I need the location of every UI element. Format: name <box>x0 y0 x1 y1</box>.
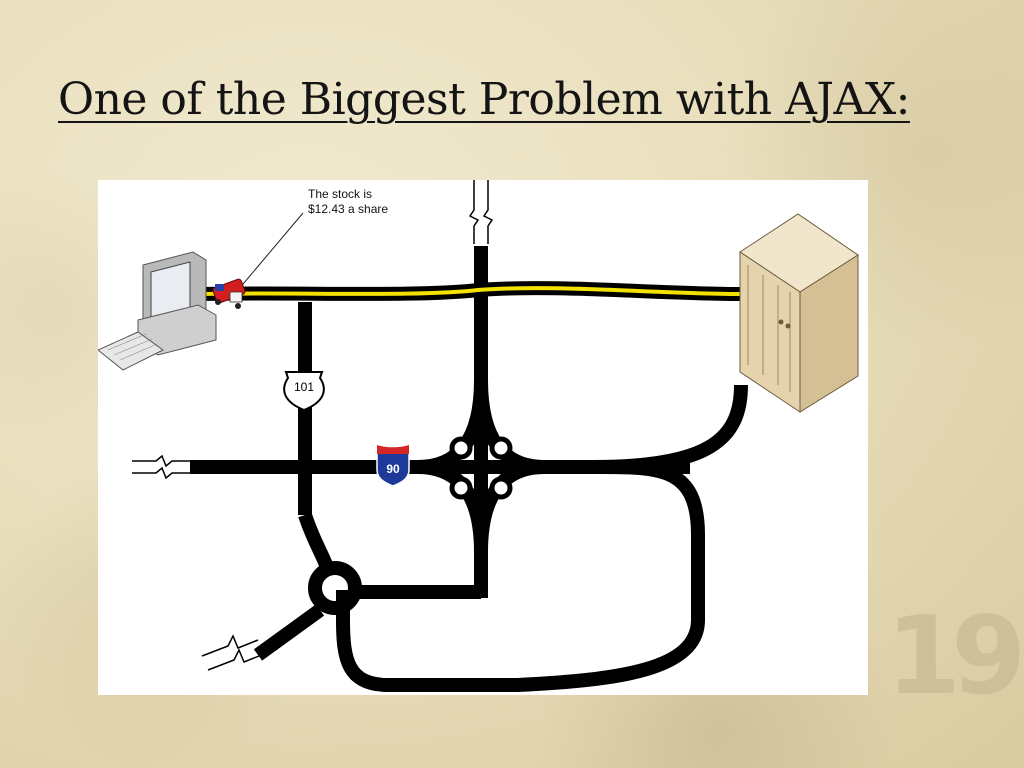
road-break-top <box>468 180 494 244</box>
cloverleaf-loops <box>449 436 513 500</box>
cloverleaf-ramp-se <box>474 460 545 553</box>
road-break-southwest <box>201 634 265 671</box>
stock-callout: The stock is $12.43 a share <box>308 187 418 217</box>
callout-pointer <box>237 212 304 291</box>
callout-line-2: $12.43 a share <box>308 202 389 216</box>
slide-title: One of the Biggest Problem with AJAX: <box>58 74 910 125</box>
roundabout <box>308 561 362 615</box>
highlighted-route <box>203 286 744 296</box>
road-southwest-exit <box>253 604 325 661</box>
computer-icon <box>98 251 217 371</box>
highway-101-shield-icon: 101 <box>283 371 325 412</box>
callout-line-1: The stock is <box>308 187 373 201</box>
interstate-90-label: 90 <box>386 462 400 476</box>
road-break-left <box>132 454 190 480</box>
road-top-right-curve <box>592 384 748 474</box>
car-icon <box>212 278 246 309</box>
diagram-graphic: 101 90 <box>98 180 859 692</box>
cloverleaf-ramp-sw <box>417 460 488 553</box>
server-tower-icon <box>739 213 859 413</box>
road-101-to-roundabout <box>298 512 335 573</box>
road-network <box>190 246 748 692</box>
interstate-90-shield-icon: 90 <box>376 443 410 487</box>
highway-101-label: 101 <box>294 380 314 394</box>
cloverleaf-ramp-nw <box>417 379 488 474</box>
road-90-right-curve <box>336 459 705 692</box>
cloverleaf-ramp-ne <box>474 379 545 474</box>
slide-number: 19 <box>886 594 1024 719</box>
road-network-diagram: 101 90 The stock is $12.43 a share <box>98 180 868 695</box>
